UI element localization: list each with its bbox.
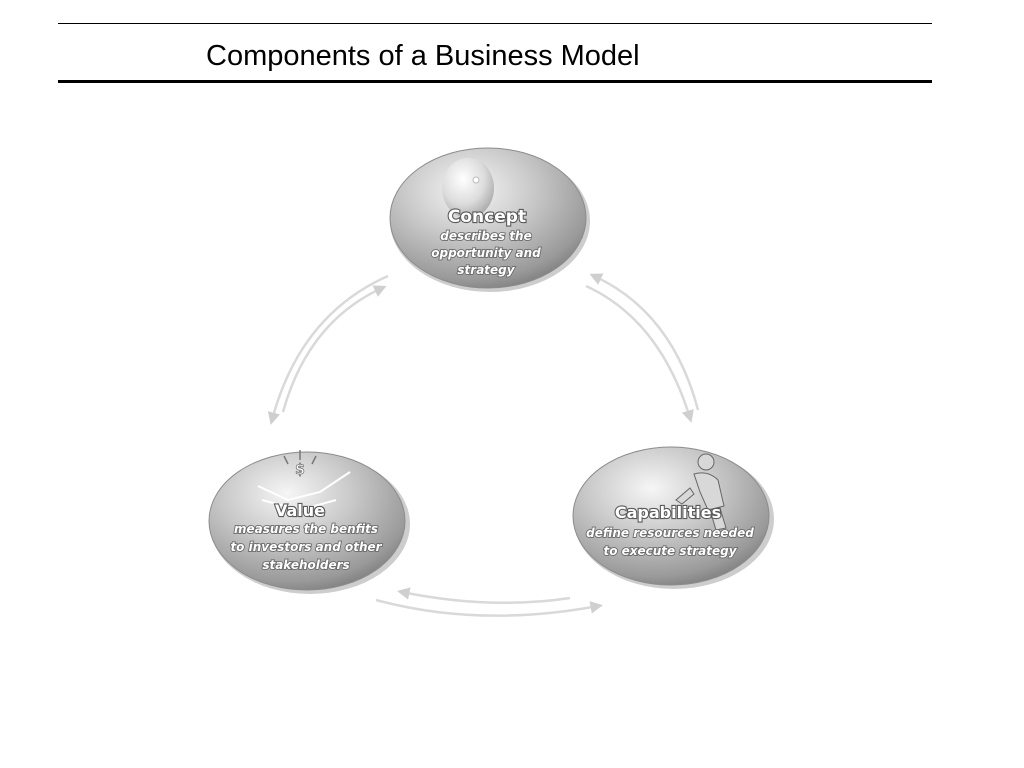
value-node: $ Value measures the benfits to investor… (208, 450, 410, 594)
slide-title: Components of a Business Model (206, 40, 640, 72)
value-title: Value (275, 501, 325, 520)
handshake-dollar-icon: $ (257, 450, 351, 512)
capabilities-desc-line-1: define resources needed (586, 526, 754, 540)
concept-desc-line-1: describes the (440, 229, 531, 243)
value-desc-line-1: measures the benfits (234, 522, 378, 536)
capabilities-title: Capabilities (615, 503, 721, 522)
arrow-concept-value (267, 274, 389, 425)
arrow-concept-capabilities (585, 273, 700, 423)
concept-desc-line-2: opportunity and (431, 246, 541, 260)
svg-text:$: $ (295, 462, 305, 478)
top-rule (58, 23, 932, 24)
concept-node: Concept describes the opportunity and st… (389, 147, 590, 292)
concept-desc-line-3: strategy (457, 263, 515, 277)
capabilities-desc-line-2: to execute strategy (603, 544, 737, 558)
title-underline (58, 80, 932, 83)
arrow-value-capabilities (375, 587, 603, 617)
value-desc-line-3: stakeholders (262, 558, 349, 572)
concept-title: Concept (448, 207, 526, 227)
lightbulb-icon (442, 158, 494, 218)
capabilities-node: Capabilities define resources needed to … (572, 446, 774, 589)
value-desc-line-2: to investors and other (230, 540, 382, 554)
person-with-tools-icon (675, 453, 727, 531)
